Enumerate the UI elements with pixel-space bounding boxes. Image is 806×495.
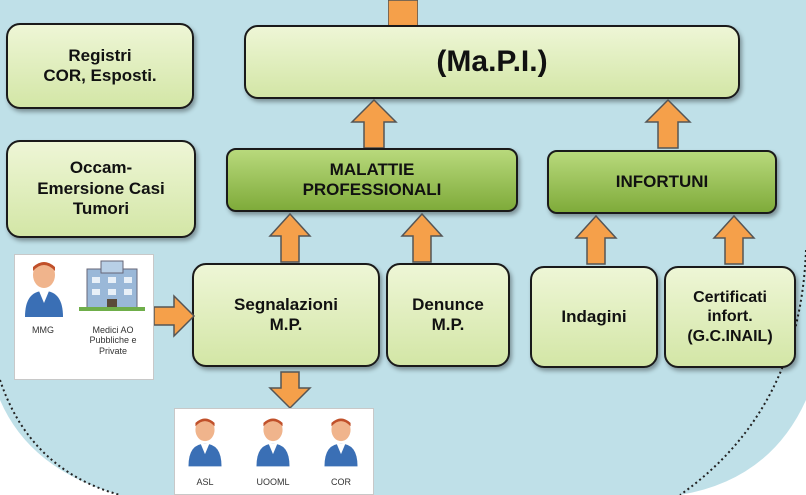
denunce-box: Denunce M.P. [386, 263, 510, 367]
certificati-line2: infort. [707, 308, 753, 326]
certificati-line1: Certificati [693, 289, 767, 307]
occam-box: Occam- Emersione Casi Tumori [6, 140, 196, 238]
doctor-icon-uooml [256, 418, 290, 467]
recipient-cor-label: COR [331, 477, 351, 487]
certificati-box: Certificati infort. (G.C.INAIL) [664, 266, 796, 368]
medici-line3: Private [98, 345, 127, 356]
malattie-box: MALATTIE PROFESSIONALI [226, 148, 518, 212]
denunce-line1: Denunce [412, 294, 484, 314]
arrow-up-malattie [350, 98, 398, 149]
mapi-label: (Ma.P.I.) [436, 45, 548, 78]
segnalazioni-box: Segnalazioni M.P. [192, 263, 380, 367]
arrow-right-sources [153, 294, 196, 338]
recipient-uooml-label: UOOML [256, 477, 290, 487]
mmg-label: MMG [32, 325, 54, 335]
arrow-up-certificati [712, 214, 756, 265]
recipient-asl-label: ASL [196, 477, 214, 487]
occam-line2: Emersione Casi [37, 178, 165, 198]
doctor-icon [25, 262, 63, 317]
medici-line1: Medici AO [92, 325, 134, 335]
sources-panel: MMG Medici AO Pubbliche e Private [14, 254, 154, 380]
recipients-panel: ASL UOOML COR [174, 408, 374, 495]
doctor-icon-asl [188, 418, 222, 467]
arrow-down-recipients [268, 371, 312, 410]
medici-line2: Pubbliche e [89, 335, 137, 346]
registri-line1: Registri [68, 45, 132, 65]
hospital-icon [79, 260, 145, 311]
arrow-up-top [388, 0, 418, 26]
occam-line1: Occam- [69, 158, 133, 178]
arrow-up-denunce [400, 212, 444, 263]
segnalazioni-line2: M.P. [269, 315, 303, 334]
certificati-line3: (G.C.INAIL) [687, 327, 773, 345]
malattie-line1: MALATTIE [329, 159, 415, 179]
malattie-line2: PROFESSIONALI [302, 180, 442, 199]
arrow-up-infortuni [644, 98, 692, 149]
segnalazioni-line1: Segnalazioni [234, 294, 338, 314]
occam-line3: Tumori [72, 199, 130, 219]
medici-label: Medici AO Pubbliche e Private [77, 325, 149, 356]
indagini-box: Indagini [530, 266, 658, 368]
infortuni-label: INFORTUNI [615, 171, 709, 191]
registri-box: Registri COR, Esposti. [6, 23, 194, 109]
infortuni-box: INFORTUNI [547, 150, 777, 214]
mapi-box: (Ma.P.I.) [244, 25, 740, 99]
indagini-label: Indagini [561, 306, 627, 326]
registri-line2: COR, Esposti. [43, 66, 157, 85]
denunce-line2: M.P. [431, 315, 465, 334]
arrow-up-indagini [574, 214, 618, 265]
arrow-up-segnalazioni [268, 212, 312, 263]
doctor-icon-cor [324, 418, 358, 467]
